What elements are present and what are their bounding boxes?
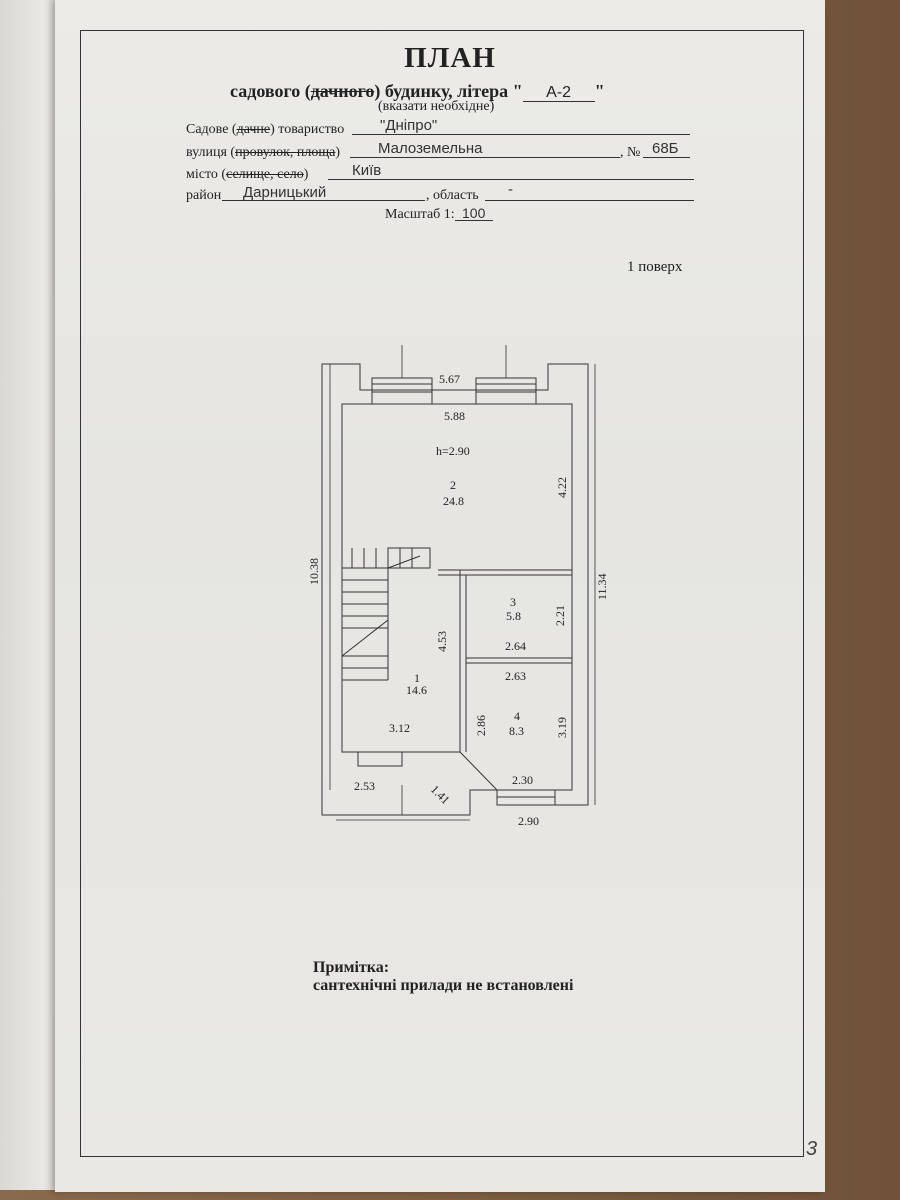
city-label: місто (селище, село) xyxy=(186,167,309,182)
room-4-area: 8.3 xyxy=(509,724,524,738)
dim-left-total: 10.38 xyxy=(307,558,321,585)
city-value: Київ xyxy=(352,162,382,179)
room-2-area: 24.8 xyxy=(443,494,464,508)
region-label: , область xyxy=(426,188,479,203)
document-sheet xyxy=(55,0,825,1192)
street-underline xyxy=(350,157,620,158)
district-label: район xyxy=(186,188,222,203)
litera-value: А-2 xyxy=(522,85,595,102)
dim-room4-w-bottom: 2.30 xyxy=(512,773,533,787)
outer-wall xyxy=(321,363,589,816)
dim-right-room2: 4.22 xyxy=(555,477,569,498)
district-value: Дарницький xyxy=(243,184,327,201)
inner-wall xyxy=(341,403,573,791)
window-bottom-left xyxy=(357,751,403,767)
scale-label: Масштаб 1: xyxy=(385,207,455,222)
dim-room3-w: 2.64 xyxy=(505,639,526,653)
dim-right-total: 11.34 xyxy=(595,573,609,600)
number-underline xyxy=(643,157,690,158)
room-3-number: 3 xyxy=(510,595,516,609)
subtitle-struck: дачного xyxy=(310,81,375,101)
dim-room1-h: 4.53 xyxy=(435,631,449,652)
dim-bottom-right: 2.90 xyxy=(518,814,539,828)
dim-bottom-diag: 1.41 xyxy=(428,782,453,807)
room-1-number: 1 xyxy=(414,671,420,685)
floor-label: 1 поверх xyxy=(627,259,683,275)
dim-room1-w: 3.12 xyxy=(389,721,410,735)
subtitle-part4: " xyxy=(594,81,605,101)
district-underline xyxy=(222,200,425,201)
dim-room4-w-top: 2.63 xyxy=(505,669,526,683)
dim-room3-h: 2.21 xyxy=(553,605,567,626)
window-top-right xyxy=(475,377,537,405)
scale-value: 100 xyxy=(462,205,486,221)
street-value: Малоземельна xyxy=(378,140,483,157)
document-title: ПЛАН xyxy=(404,42,496,74)
room-4-number: 4 xyxy=(514,709,520,723)
region-underline xyxy=(485,200,694,201)
note-label: Примітка: xyxy=(313,959,390,976)
room-2-number: 2 xyxy=(450,478,456,492)
street-label: вулиця (провулок, площа) xyxy=(186,145,341,160)
page-number: 3 xyxy=(806,1138,818,1160)
subtitle-part3: ) будинку, літера " xyxy=(374,81,523,101)
window-top-left xyxy=(371,377,433,405)
dim-room4-h-right: 3.19 xyxy=(555,717,569,738)
room-height: h=2.90 xyxy=(436,444,470,458)
society-label: Садове (дачне) товариство xyxy=(186,122,345,137)
region-value: - xyxy=(508,181,513,198)
number-value: 68Б xyxy=(652,140,679,157)
dim-top-outer: 5.67 xyxy=(439,372,460,386)
note-text: сантехнічні прилади не встановлені xyxy=(313,977,574,994)
dim-top-inner: 5.88 xyxy=(444,409,465,423)
room-1-area: 14.6 xyxy=(406,683,427,697)
staircase xyxy=(341,547,431,681)
subtitle-part1: садового ( xyxy=(230,81,311,101)
number-label: , № xyxy=(620,145,641,160)
page-frame xyxy=(80,30,804,1157)
scale-underline xyxy=(455,220,493,221)
hint-text: (вказати необхідне) xyxy=(378,99,495,114)
city-underline xyxy=(328,179,694,180)
society-underline xyxy=(352,134,690,135)
society-value: "Дніпро" xyxy=(380,117,438,134)
dim-room4-h-left: 2.86 xyxy=(474,715,488,736)
subtitle: садового (дачного) будинку, літера "А-2" xyxy=(230,82,605,102)
room-3-area: 5.8 xyxy=(506,609,521,623)
dim-bottom-left: 2.53 xyxy=(354,779,375,793)
